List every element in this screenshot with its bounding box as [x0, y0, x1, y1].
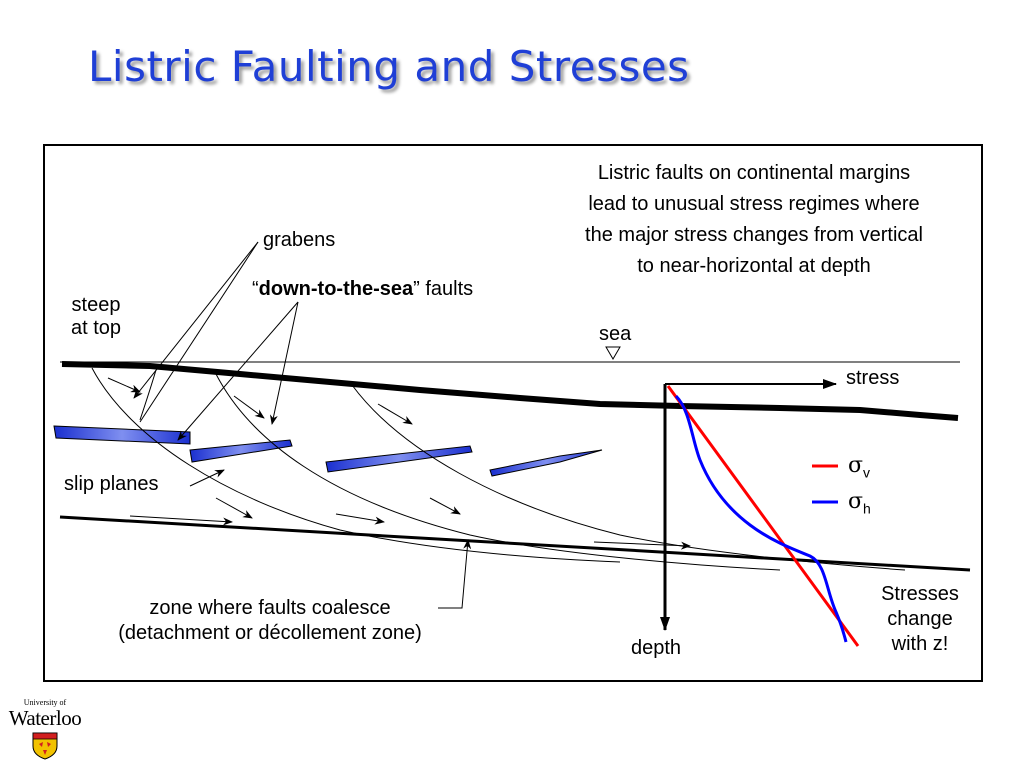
sigma-symbol: σ — [848, 489, 864, 514]
motion-arrow — [129, 515, 233, 526]
page-title: Listric Faulting and Stresses — [88, 42, 690, 91]
motion-arrow — [215, 497, 253, 519]
sea-label: sea — [599, 323, 632, 345]
description-line: lead to unusual stress regimes where — [588, 193, 920, 215]
motion-arrow — [335, 513, 385, 525]
sigma-subscript: v — [863, 464, 871, 481]
quote-close: ” faults — [413, 278, 474, 300]
grabens-label: grabens — [263, 229, 336, 251]
logo-line2: Waterloo — [8, 706, 82, 730]
down-to-sea-leader — [177, 301, 299, 441]
diagram-frame — [43, 144, 983, 682]
at-top-line: at top — [70, 317, 122, 339]
fault-1 — [91, 367, 621, 563]
stresses-change-label: Stresses change with z! — [860, 582, 980, 657]
description-line: the major stress changes from vertical — [585, 224, 923, 246]
slip-planes-label: slip planes — [64, 473, 159, 495]
sigma-h-curve — [674, 394, 848, 643]
slip-plane-4 — [489, 449, 603, 477]
motion-arrow — [593, 541, 691, 550]
slip-planes — [53, 425, 603, 477]
shield-icon — [32, 732, 58, 760]
decollement-line: (detachment or décollement zone) — [118, 622, 422, 644]
with-z-line: with z! — [891, 633, 949, 655]
legend-sigma-v: σv — [848, 454, 870, 484]
detachment-leader — [438, 539, 472, 609]
steep-at-top-label: steep at top — [56, 294, 136, 340]
down-to-the-sea-bold: down-to-the-sea — [258, 278, 414, 300]
slip-planes-leader — [189, 469, 225, 487]
change-line: change — [887, 608, 953, 630]
university-logo: University of Waterloo — [2, 698, 88, 762]
grabens-leader — [139, 241, 259, 423]
slip-plane-1 — [53, 425, 191, 445]
description-text: Listric faults on continental margins le… — [530, 158, 978, 282]
motion-arrows — [107, 377, 691, 550]
ground-surface — [61, 361, 959, 421]
detachment-line — [59, 515, 971, 572]
depth-axis-label: depth — [631, 637, 682, 659]
down-to-the-sea-label: “down-to-the-sea” faults — [252, 277, 473, 301]
down-to-sea-leader — [269, 301, 299, 425]
motion-arrow — [107, 377, 141, 393]
detachment-zone-label: zone where faults coalesce (detachment o… — [60, 596, 480, 646]
fault-3 — [351, 384, 906, 571]
legend-sigma-h: σh — [848, 490, 871, 520]
quote-open: “ — [252, 278, 259, 300]
motion-arrow — [377, 403, 413, 425]
motion-arrow — [233, 395, 265, 419]
stresses-line: Stresses — [881, 583, 959, 605]
slip-plane-2 — [189, 439, 293, 463]
sigma-v-curve — [666, 385, 860, 647]
leader-lines — [133, 241, 472, 609]
description-line: to near-horizontal at depth — [637, 255, 871, 277]
sigma-subscript: h — [863, 500, 871, 517]
zone-line: zone where faults coalesce — [149, 597, 391, 619]
description-line: Listric faults on continental margins — [597, 162, 911, 184]
steep-line: steep — [71, 294, 121, 316]
motion-arrow — [429, 497, 461, 515]
sigma-symbol: σ — [848, 453, 864, 478]
logo-line1: University of — [23, 698, 67, 707]
stress-axis-label: stress — [846, 367, 900, 389]
fault-4 — [139, 369, 157, 421]
grabens-leader — [133, 241, 259, 399]
sea-level-marker — [605, 346, 621, 360]
slip-plane-3 — [325, 445, 473, 473]
fault-2 — [215, 373, 781, 571]
